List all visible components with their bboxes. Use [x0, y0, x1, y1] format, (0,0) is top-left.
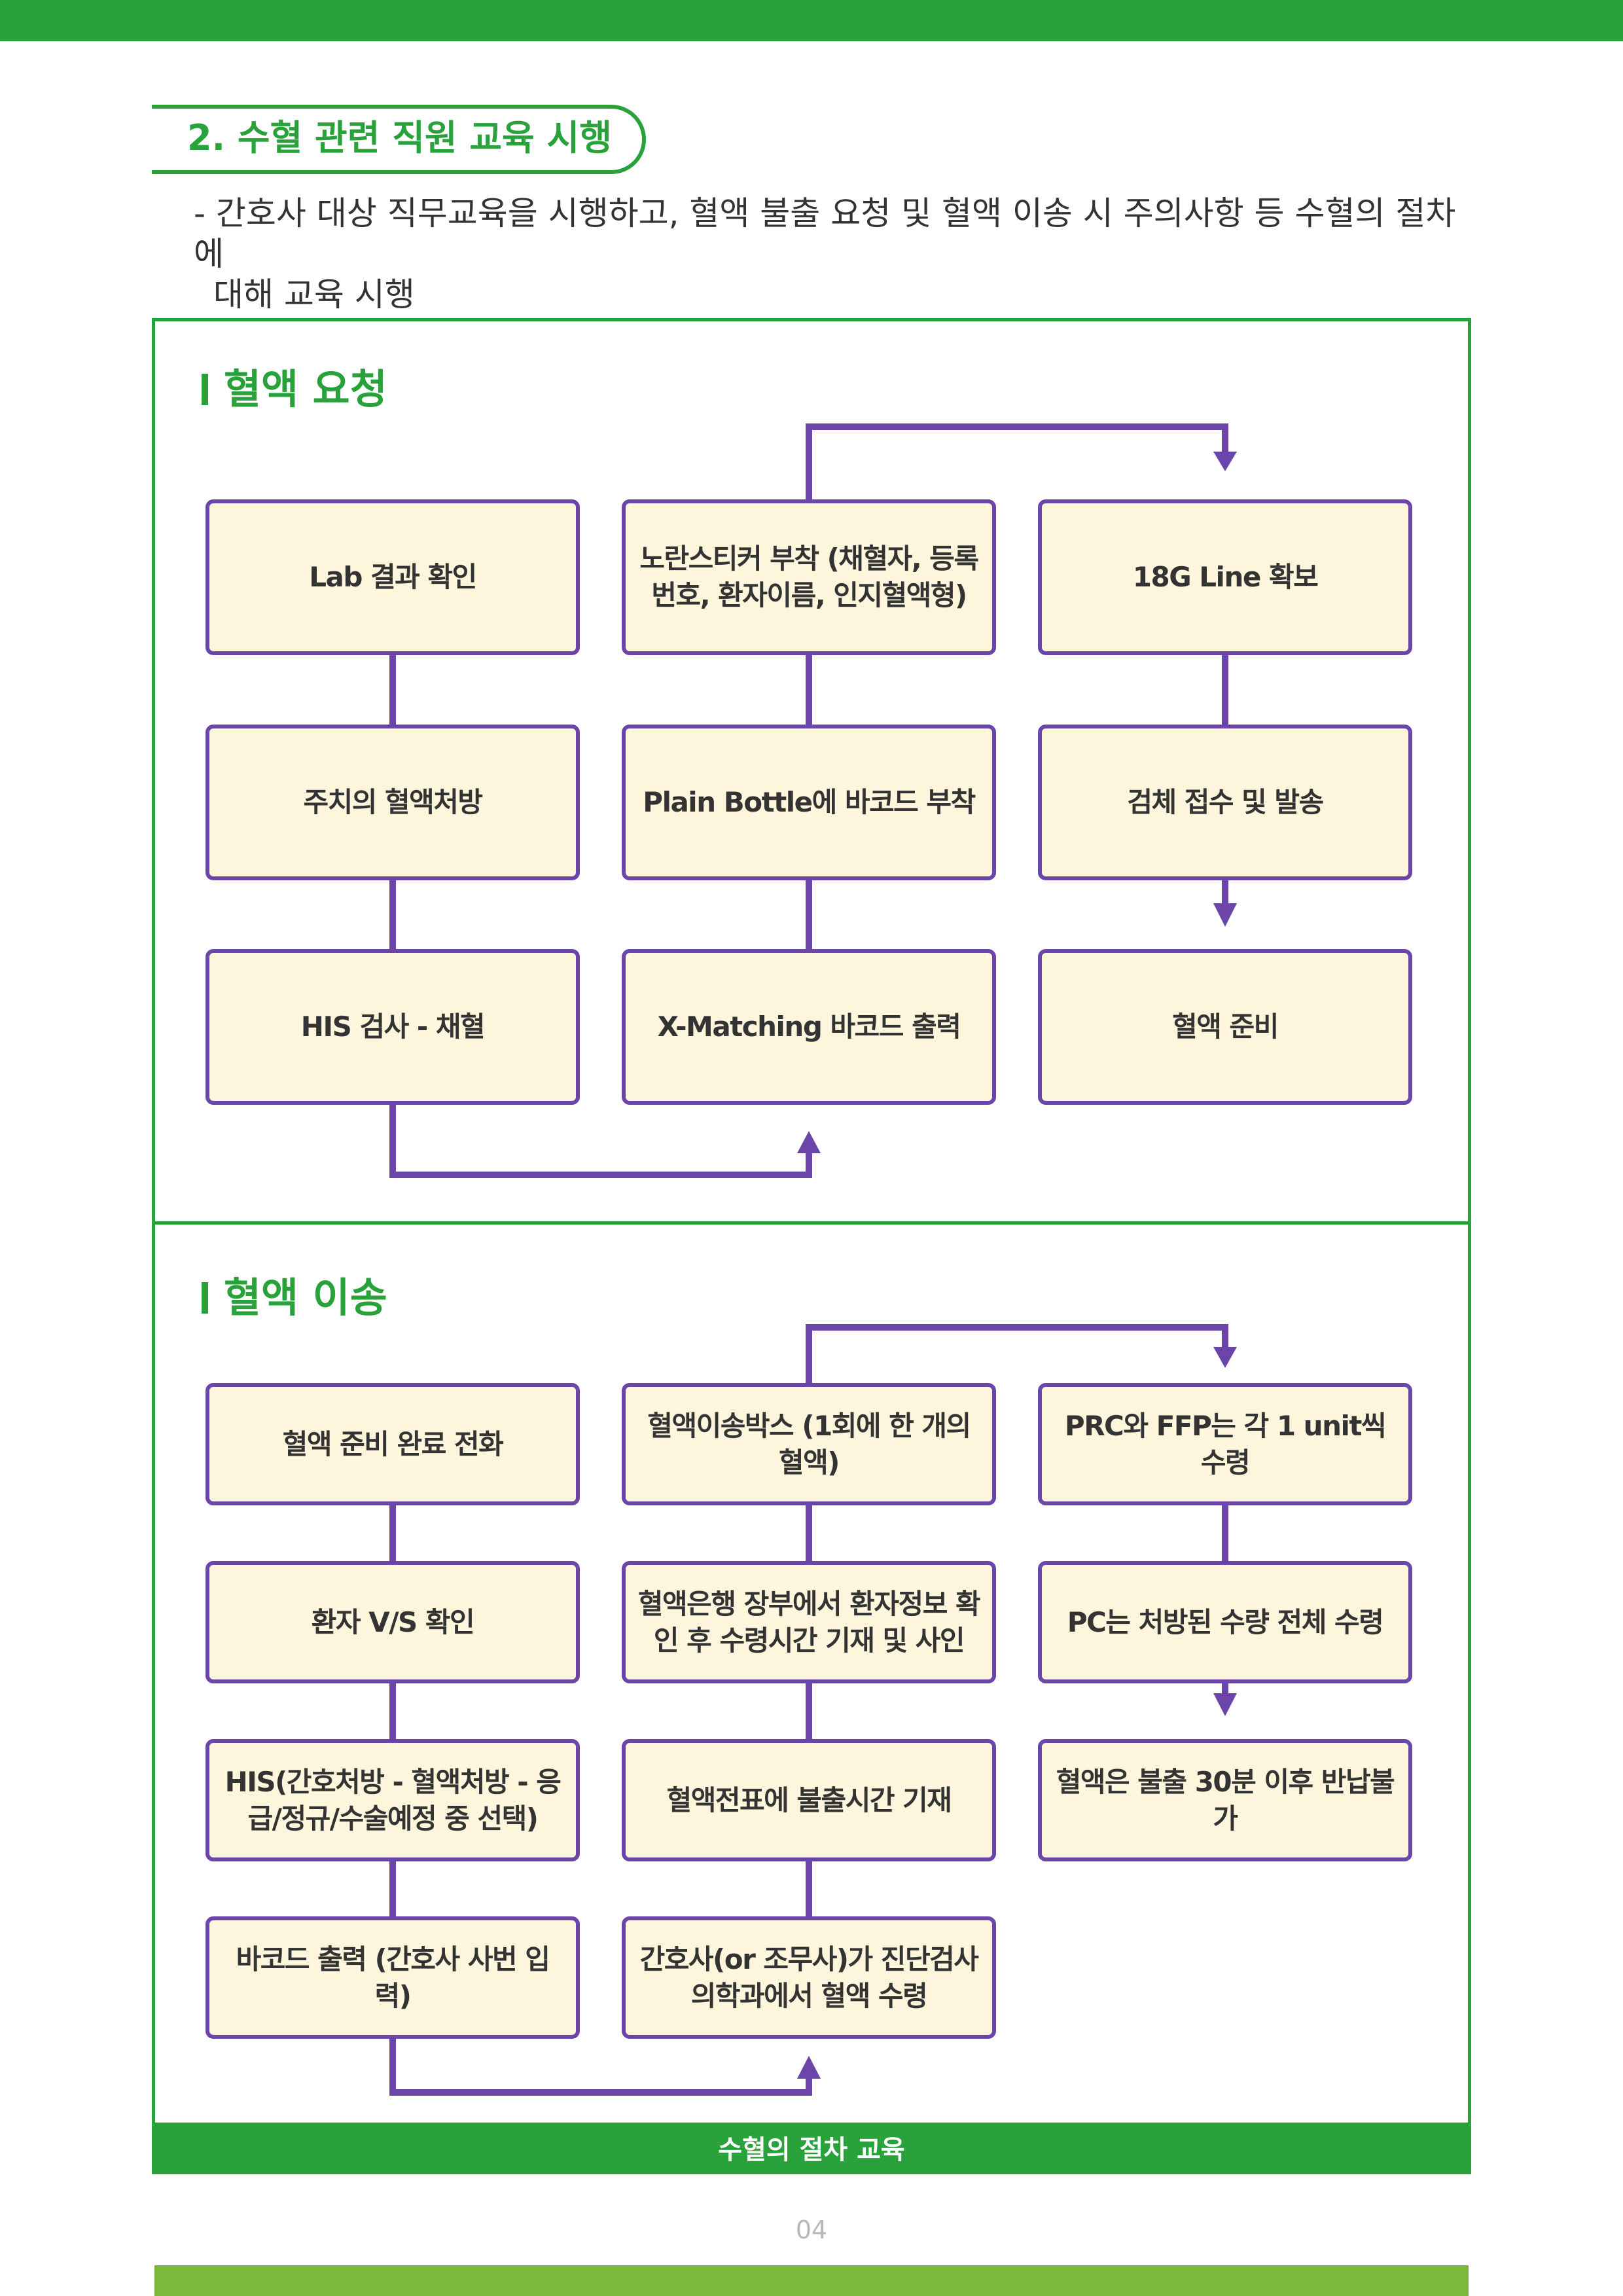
connector — [806, 1324, 1228, 1383]
section-divider — [152, 1221, 1471, 1225]
flow-box-label: Lab 결과 확인 — [309, 561, 477, 593]
flow-box: 환자 V/S 확인 — [205, 1561, 580, 1683]
flow-box: PRC와 FFP는 각 1 unit씩 수령 — [1038, 1383, 1412, 1505]
flow-box-label: 주치의 혈액처방 — [303, 786, 483, 818]
flow-box-label: X-Matching 바코드 출력 — [657, 1011, 961, 1043]
request-heading: 혈액 요청 — [202, 363, 387, 416]
page-number: 04 — [795, 2215, 828, 2244]
arrow-head — [1213, 1347, 1237, 1368]
connector — [389, 2039, 812, 2096]
flow-box: 혈액이송박스 (1회에 한 개의 혈액) — [622, 1383, 996, 1505]
flow-box-label: PC는 처방된 수량 전체 수령 — [1067, 1605, 1384, 1638]
flow-box: 혈액은 불출 30분 이후 반납불가 — [1038, 1739, 1412, 1861]
flow-box-label: 혈액전표에 불출시간 기재 — [666, 1784, 952, 1816]
arrow-head — [1213, 903, 1237, 927]
intro-line-2: 대해 교육 시행 — [213, 276, 415, 314]
flow-box: Lab 결과 확인 — [205, 499, 580, 655]
flow-box: PC는 처방된 수량 전체 수령 — [1038, 1561, 1412, 1683]
figure-caption: 수혈의 절차 교육 — [152, 2126, 1471, 2174]
arrow-head — [797, 2056, 821, 2079]
flow-box: 바코드 출력 (간호사 사번 입력) — [205, 1916, 580, 2039]
flow-box: HIS(간호처방 - 혈액처방 - 응급/정규/수술예정 중 선택) — [205, 1739, 580, 1861]
flow-box-label: HIS(간호처방 - 혈액처방 - 응급/정규/수술예정 중 선택) — [224, 1765, 562, 1835]
flow-box-label: 18G Line 확보 — [1132, 561, 1319, 593]
flow-box: 18G Line 확보 — [1038, 499, 1412, 655]
heading-marker — [202, 1282, 208, 1314]
heading-marker — [202, 373, 208, 405]
flow-box: 간호사(or 조무사)가 진단검사의학과에서 혈액 수령 — [622, 1916, 996, 2039]
section-title: 2. 수혈 관련 직원 교육 시행 — [187, 117, 612, 158]
flow-box: 주치의 혈액처방 — [205, 725, 580, 880]
flow-box-label: 혈액은행 장부에서 환자정보 확인 후 수령시간 기재 및 사인 — [637, 1587, 981, 1657]
flow-box-label: 혈액 준비 완료 전화 — [282, 1427, 504, 1460]
flow-box: 혈액은행 장부에서 환자정보 확인 후 수령시간 기재 및 사인 — [622, 1561, 996, 1683]
flow-box-label: HIS 검사 - 채혈 — [300, 1011, 486, 1043]
flow-box: X-Matching 바코드 출력 — [622, 949, 996, 1105]
transport-heading-label: 혈액 이송 — [224, 1274, 387, 1321]
flow-box-label: 환자 V/S 확인 — [311, 1605, 475, 1638]
flow-box-label: PRC와 FFP는 각 1 unit씩 수령 — [1064, 1409, 1387, 1479]
bottom-bar — [154, 2265, 1469, 2296]
flow-box-label: 혈액은 불출 30분 이후 반납불가 — [1056, 1765, 1395, 1835]
section-title-pill — [152, 105, 646, 174]
flow-box: 혈액전표에 불출시간 기재 — [622, 1739, 996, 1861]
flow-box: 혈액 준비 — [1038, 949, 1412, 1105]
connector — [389, 1105, 812, 1178]
arrow-head — [797, 1131, 821, 1153]
arrow-head — [1213, 1693, 1237, 1716]
flow-box-label: 혈액이송박스 (1회에 한 개의 혈액) — [647, 1409, 971, 1479]
flow-box-label: 검체 접수 및 발송 — [1127, 786, 1324, 818]
flow-box-label: 간호사(or 조무사)가 진단검사의학과에서 혈액 수령 — [639, 1943, 979, 2012]
transport-heading: 혈액 이송 — [202, 1272, 387, 1324]
request-heading-label: 혈액 요청 — [224, 365, 387, 413]
connector — [806, 423, 1228, 499]
flow-box-label: 바코드 출력 (간호사 사번 입력) — [236, 1943, 550, 2012]
flow-box: Plain Bottle에 바코드 부착 — [622, 725, 996, 880]
flow-box-label: Plain Bottle에 바코드 부착 — [643, 786, 976, 818]
arrow-head — [1213, 452, 1237, 471]
flow-box: 검체 접수 및 발송 — [1038, 725, 1412, 880]
intro-line-1: - 간호사 대상 직무교육을 시행하고, 혈액 불출 요청 및 혈액 이송 시 … — [194, 194, 1456, 273]
flow-box: HIS 검사 - 채혈 — [205, 949, 580, 1105]
intro-text: - 간호사 대상 직무교육을 시행하고, 혈액 불출 요청 및 혈액 이송 시 … — [194, 193, 1476, 315]
flow-box: 노란스티커 부착 (채혈자, 등록번호, 환자이름, 인지혈액형) — [622, 499, 996, 655]
top-bar — [0, 0, 1623, 41]
flow-box-label: 노란스티커 부착 (채혈자, 등록번호, 환자이름, 인지혈액형) — [639, 543, 979, 611]
flow-box-label: 혈액 준비 — [1172, 1011, 1279, 1043]
flow-box: 혈액 준비 완료 전화 — [205, 1383, 580, 1505]
